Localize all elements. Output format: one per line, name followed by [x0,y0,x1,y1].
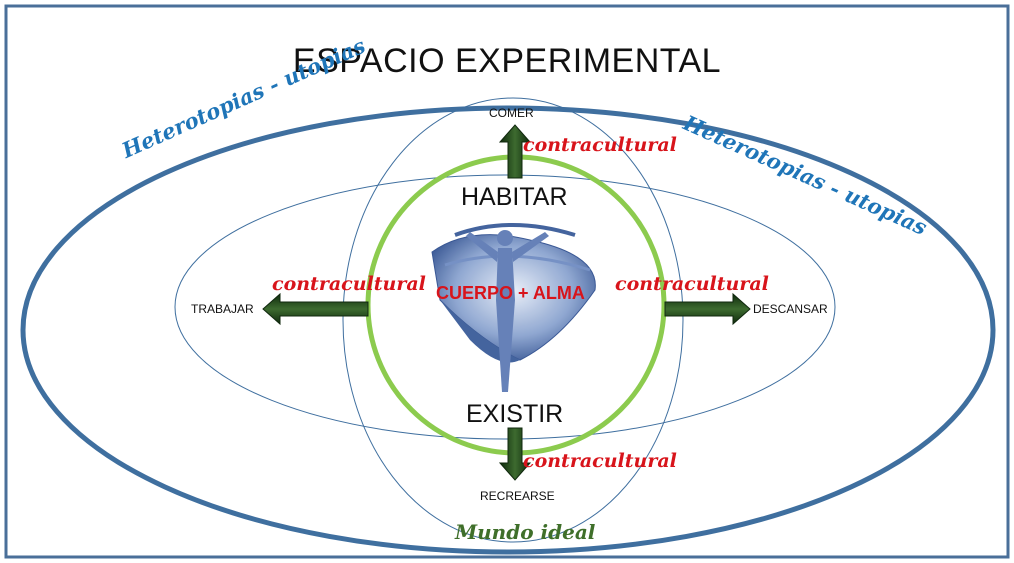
contracultural-bottom-label: contracultural [523,450,677,472]
direction-bottom-label: RECREARSE [480,489,555,503]
direction-right-label: DESCANSAR [753,302,828,316]
direction-top-label: COMER [489,106,534,120]
frame-border [4,4,1010,559]
horizontal-ellipse [174,174,836,440]
cuerpo-alma-label: CUERPO + ALMA [436,283,585,303]
contracultural-right-label: contracultural [615,273,769,295]
arrow-down [498,427,532,481]
contracultural-top-label: contracultural [523,134,677,156]
arrow-right [664,292,751,326]
mundo-ideal-label: Mundo ideal [455,520,596,544]
vertical-ellipse [342,97,684,543]
body-soul-figure [431,223,596,392]
outer-ellipse [20,105,996,555]
contracultural-left-label: contracultural [272,273,426,295]
diagram-title: ESPACIO EXPERIMENTAL [292,42,722,80]
existir-label: EXISTIR [466,400,564,428]
habitar-label: HABITAR [461,183,568,211]
arrow-up [498,124,532,179]
direction-left-label: TRABAJAR [191,302,254,316]
arrow-left [262,292,369,326]
